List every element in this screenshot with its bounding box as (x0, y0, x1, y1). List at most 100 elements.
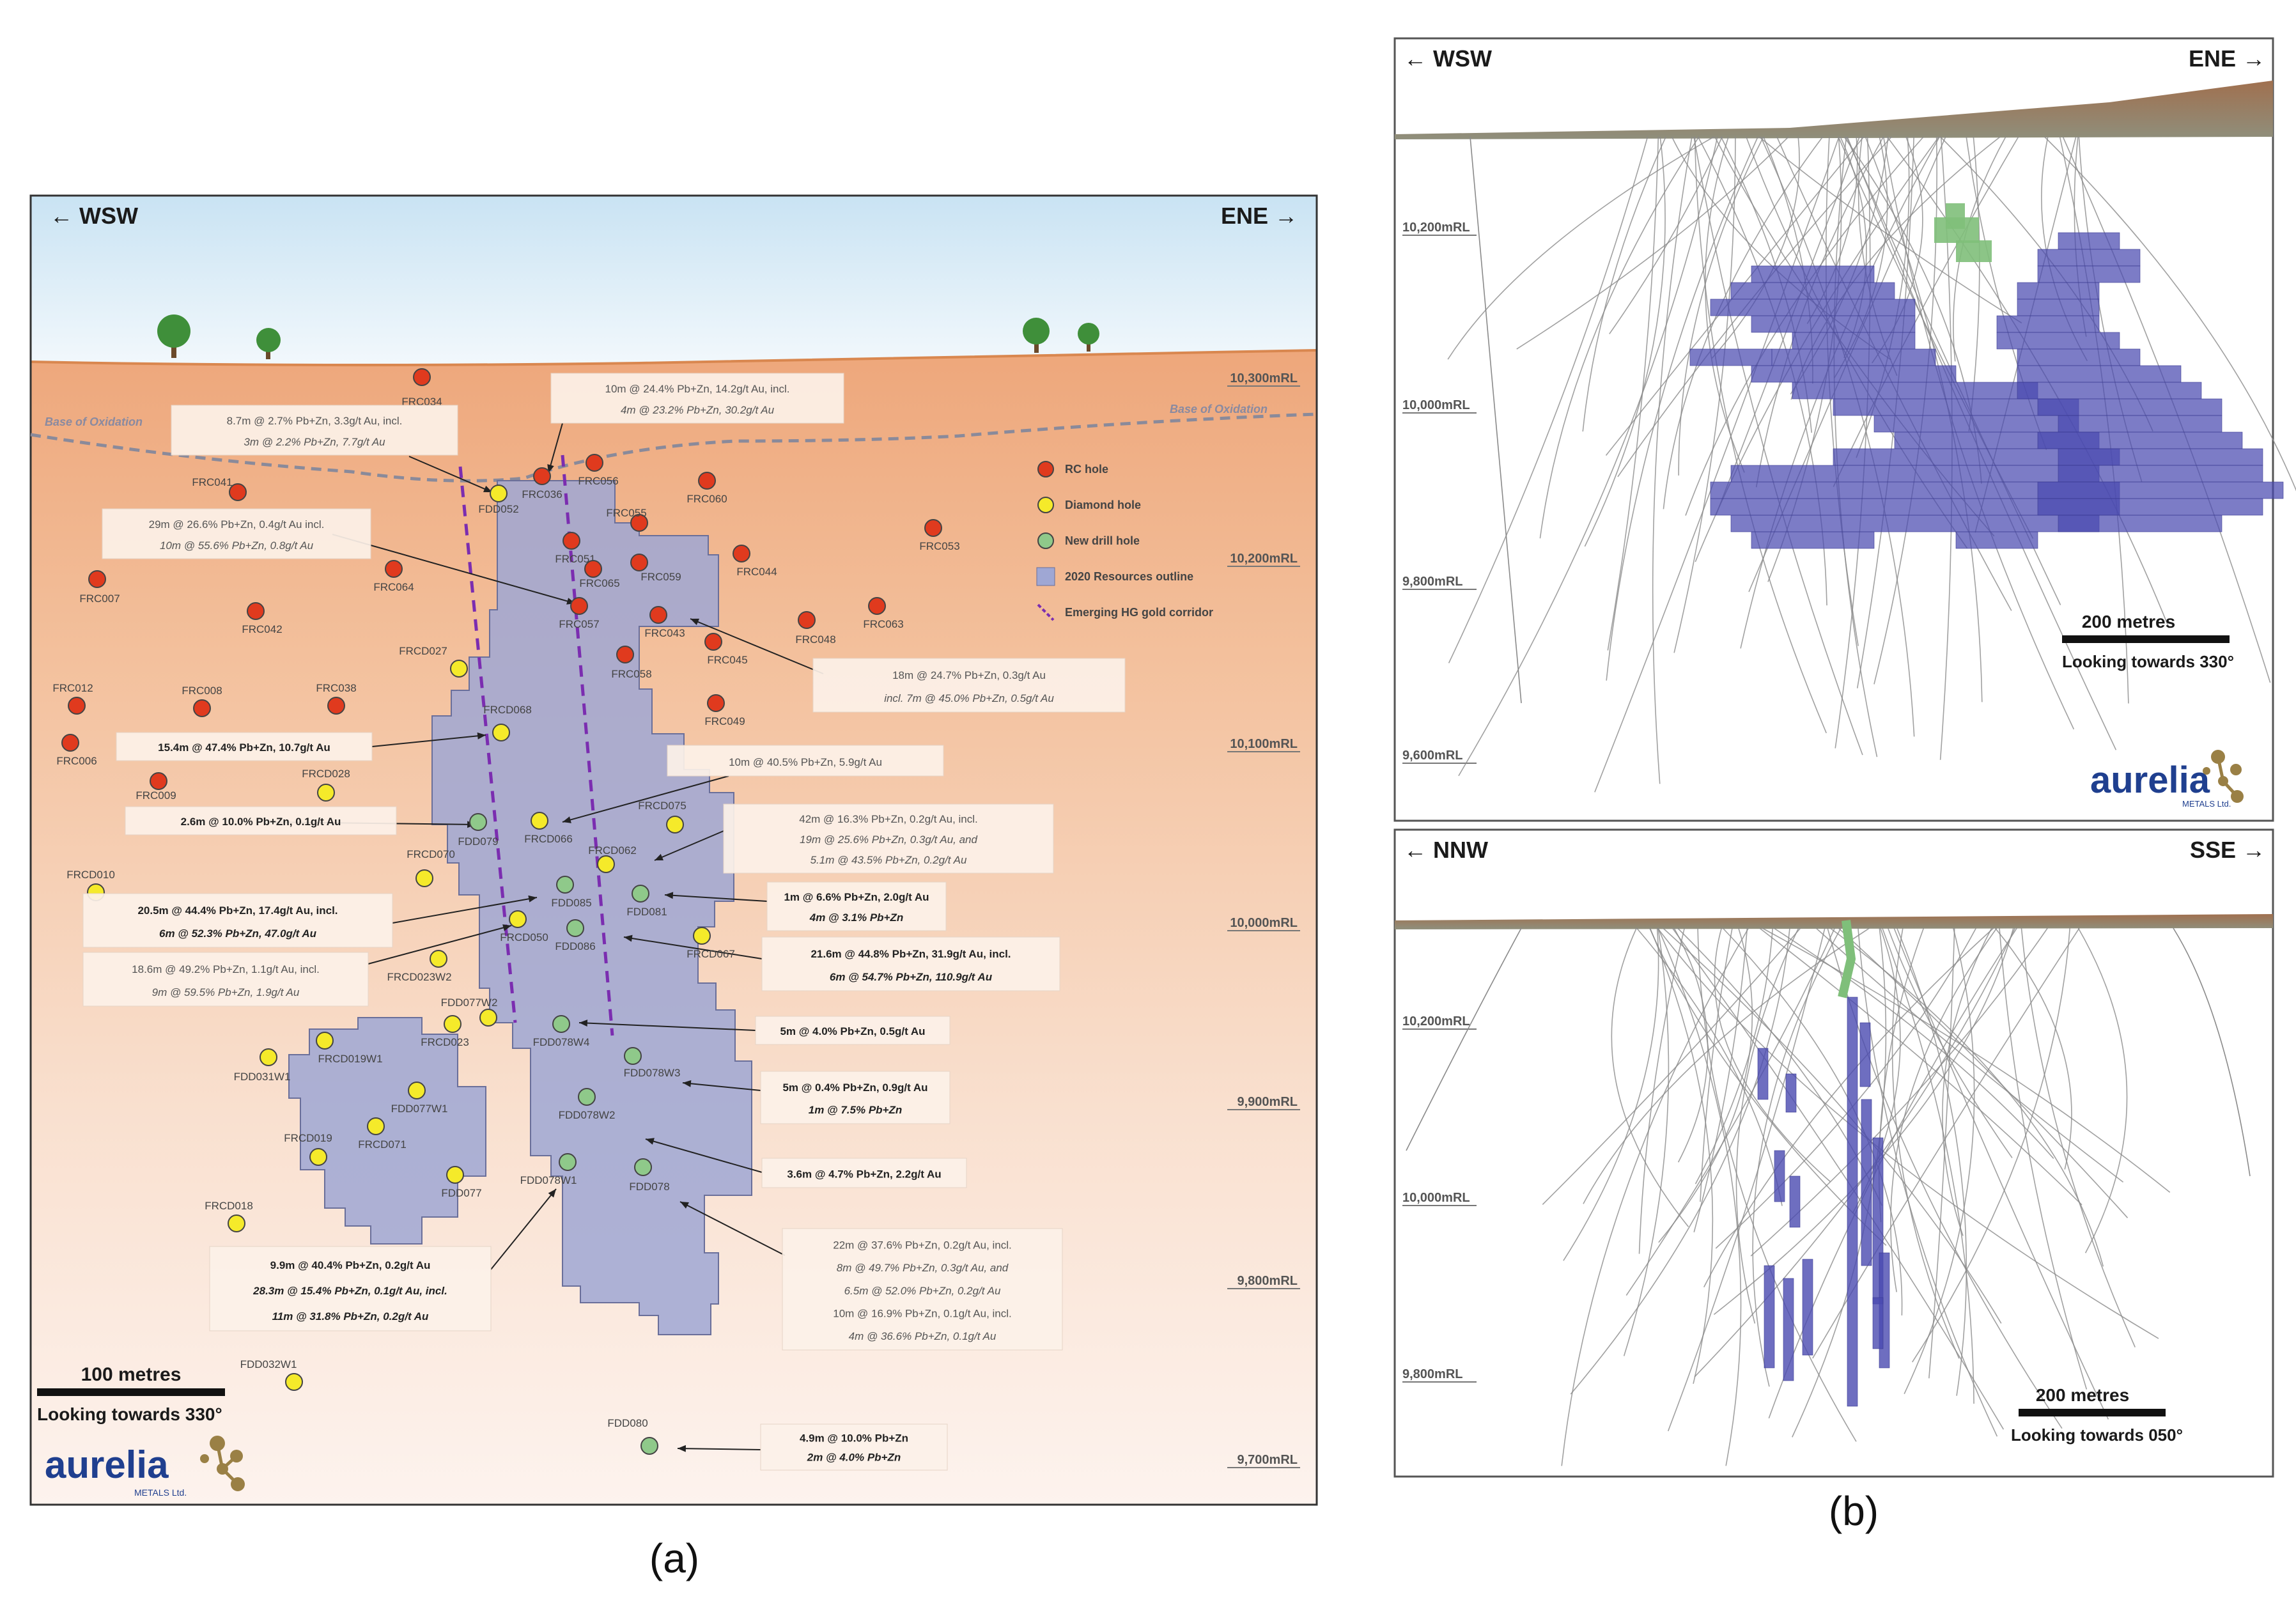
drill-hole-new (552, 1015, 570, 1033)
drill-trace (1760, 136, 1915, 737)
drill-hole-label: FDD086 (555, 940, 595, 952)
tree-icon (256, 328, 281, 359)
drill-hole-rc (229, 483, 247, 501)
leader-line (548, 423, 563, 474)
callout-leaders (268, 423, 824, 1452)
leader-line (645, 1138, 763, 1173)
panel-b-top: ← WSW ENE → 10,200mRL10,000mRL9,800mRL9,… (1393, 37, 2296, 822)
drill-hole-label: FDD032W1 (240, 1358, 297, 1370)
leader-arrowhead (690, 618, 699, 625)
drill-hole-label: FRC065 (579, 577, 619, 589)
drill-trace (1657, 927, 1742, 1466)
callout-box (82, 893, 393, 948)
drill-trace (1695, 927, 1774, 1184)
intercept-callout: 10m @ 40.5% Pb+Zn, 5.9g/t Au (667, 745, 944, 777)
drill-hole-rc (707, 694, 725, 712)
drill-hole-rc (570, 597, 588, 615)
looking-direction: Looking towards 330° (37, 1404, 222, 1424)
drill-hole-new (640, 1437, 658, 1455)
logo-mark-icon (2203, 750, 2244, 803)
resource-block (1751, 365, 1957, 383)
resource-block (2017, 382, 2202, 400)
drill-trace (1694, 136, 1827, 734)
callout-line: 29m @ 26.6% Pb+Zn, 0.4g/t Au incl. (149, 518, 325, 531)
drill-hole-label: FRCD023W2 (387, 971, 451, 983)
gold-corridor-line-east (561, 454, 614, 1036)
drill-hole-label: FRC045 (707, 654, 747, 666)
resource-block (1872, 1297, 1884, 1349)
legend-label: 2020 Resources outline (1065, 570, 1193, 583)
leader-line (408, 456, 493, 493)
callout-box (102, 508, 371, 559)
resource-block (2058, 448, 2263, 466)
rl-label: 9,800mRL (1402, 575, 1463, 589)
rl-label: 9,800mRL (1402, 1367, 1463, 1381)
drill-hole-label: FRCD075 (638, 800, 686, 812)
intercept-callout: 10m @ 24.4% Pb+Zn, 14.2g/t Au, incl.4m @… (550, 373, 844, 424)
callout-line: 10m @ 55.6% Pb+Zn, 0.8g/t Au (160, 539, 314, 552)
drill-hole-label: FDD078W2 (559, 1109, 616, 1121)
leader-line (332, 534, 576, 604)
tree-icon (1023, 318, 1050, 353)
drill-trace (1561, 927, 1749, 1466)
scale-bar (37, 1388, 225, 1396)
drill-trace (1539, 136, 1700, 539)
resource-block (1751, 265, 1875, 283)
drill-trace (1667, 927, 1826, 1432)
drill-trace (1887, 927, 2013, 1158)
drill-trace (1773, 927, 2054, 1159)
drill-hole-label: FRC034 (401, 396, 442, 408)
callout-line: incl. 7m @ 45.0% Pb+Zn, 0.5g/t Au (884, 692, 1054, 704)
drill-trace (1657, 927, 2159, 1339)
rl-label: 9,700mRL (1237, 1453, 1298, 1467)
legend-swatch (1037, 497, 1054, 513)
drill-trace (1703, 927, 1994, 1288)
leader-arrowhead (548, 1189, 556, 1198)
drill-trace (1611, 927, 1689, 1227)
rl-label: 9,900mRL (1237, 1095, 1298, 1109)
resource-block (2058, 415, 2222, 433)
legend-item: RC hole (1037, 461, 1108, 477)
logo-text-bt: aurelia (2090, 759, 2210, 801)
drill-hole-dia (316, 1032, 334, 1050)
legend-label: New drill hole (1065, 534, 1140, 547)
leader-line (654, 830, 724, 861)
scale-label-bb: 200 metres (2036, 1385, 2129, 1405)
callout-box (812, 658, 1126, 713)
drill-hole-dia (531, 812, 548, 830)
drill-trace (1447, 136, 1714, 360)
drill-hole-label: FRC006 (56, 755, 97, 767)
drill-hole-rc (798, 611, 816, 629)
drill-trace (1759, 927, 2083, 1206)
leader-arrowhead (483, 485, 492, 492)
rl-label: 10,000mRL (1230, 916, 1298, 930)
drill-hole-new (634, 1158, 652, 1176)
drill-hole-rc (616, 646, 634, 663)
drill-trace (1594, 136, 1840, 793)
leader-arrowhead (624, 935, 633, 942)
drill-hole-rc (327, 697, 345, 715)
drill-trace (1584, 136, 1666, 547)
drill-hole-dia (367, 1117, 385, 1135)
drill-hole-label: FDD078W3 (624, 1067, 681, 1079)
callout-line: 9m @ 59.5% Pb+Zn, 1.9g/t Au (152, 986, 300, 998)
legend-label: Emerging HG gold corridor (1065, 606, 1213, 619)
callout-box (760, 1423, 948, 1471)
drill-hole-label: FRCD018 (205, 1200, 253, 1212)
intercept-callouts: 8.7m @ 2.7% Pb+Zn, 3.3g/t Au, incl.3m @ … (82, 373, 1126, 1471)
intercept-callout: 22m @ 37.6% Pb+Zn, 0.2g/t Au, incl.8m @ … (782, 1228, 1063, 1351)
callout-line: 5m @ 4.0% Pb+Zn, 0.5g/t Au (780, 1025, 925, 1037)
intercept-callout: 21.6m @ 44.8% Pb+Zn, 31.9g/t Au, incl.6m… (761, 936, 1060, 991)
drill-hole-rc (533, 467, 551, 485)
logo-subtext: METALS Ltd. (134, 1487, 187, 1498)
drill-trace (2044, 136, 2296, 492)
resource-block (1783, 1278, 1794, 1381)
drill-trace (1652, 136, 1693, 784)
drill-hole-rc (68, 697, 86, 715)
callout-box (723, 803, 1054, 874)
resource-block (1730, 282, 1895, 300)
resource-block (1792, 332, 1916, 350)
intercept-callout: 15.4m @ 47.4% Pb+Zn, 10.7g/t Au (116, 732, 373, 761)
